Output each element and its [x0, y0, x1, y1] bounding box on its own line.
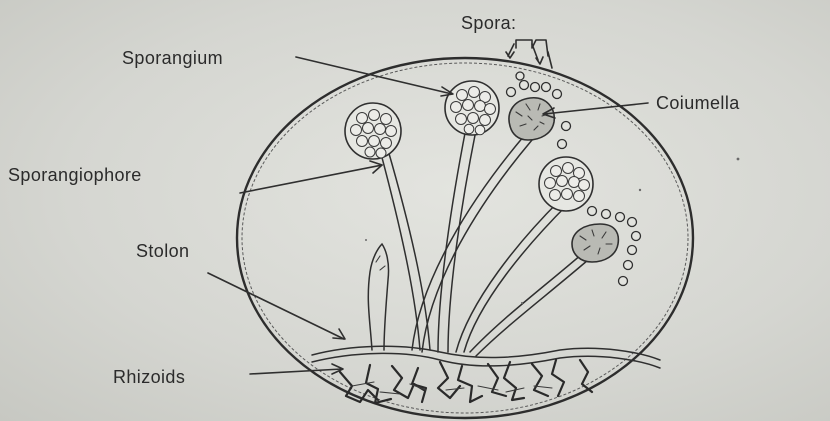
rhizoid-crosslinks [352, 382, 552, 394]
spore [628, 218, 637, 227]
rhizoid-tangle [340, 360, 592, 403]
columella-leader [544, 103, 648, 114]
label-columella: Coiumella [656, 93, 740, 113]
spore [602, 210, 611, 219]
spore [624, 261, 633, 270]
spore [562, 122, 571, 131]
spore [542, 83, 551, 92]
spore [616, 213, 625, 222]
spore [558, 140, 567, 149]
sporangium-right-spores [545, 163, 590, 202]
spore [516, 72, 524, 80]
sporangiophore-leader [240, 165, 382, 193]
rhizoids-leader [250, 369, 342, 374]
spore [619, 277, 628, 286]
stolon-line-upper [312, 346, 660, 360]
rhizoid-7 [488, 364, 506, 396]
spore [588, 207, 597, 216]
sporangium-right [539, 157, 593, 211]
spore [628, 246, 637, 255]
label-stolon: Stolon [136, 241, 189, 261]
young-sporangiophore [368, 244, 388, 350]
spore [507, 88, 516, 97]
stalk-left-b [388, 150, 430, 350]
sporangium-top [445, 81, 499, 135]
label-rhizoids: Rhizoids [113, 367, 185, 387]
spores-leader [516, 40, 548, 56]
sporangium-leader [296, 57, 452, 94]
spore [520, 81, 529, 90]
columella-lower [572, 224, 618, 262]
stolon-hyphae [312, 346, 660, 368]
young-sporangiophore-stalk [368, 244, 388, 350]
spore [632, 232, 641, 241]
young-sporangiophore-tip-marks [376, 256, 385, 270]
stalk-lower-right-b [476, 260, 588, 356]
spore [531, 83, 540, 92]
label-sporangiophore: Sporangiophore [8, 165, 142, 185]
stolon-line-lower [312, 353, 660, 368]
rhizoid-6 [458, 366, 482, 402]
label-spores: Spora: [461, 13, 516, 33]
rhizoid-5 [438, 362, 460, 398]
columella-lower-shape [572, 224, 618, 262]
rhizoid-9 [532, 364, 548, 396]
spore [553, 90, 562, 99]
columella-top [509, 98, 554, 140]
rhizoid-8 [504, 362, 524, 400]
leader-lines [208, 40, 648, 374]
rhizoid-2 [366, 365, 391, 403]
label-sporangium: Sporangium [122, 48, 223, 68]
rhizoid-10 [552, 360, 564, 396]
sporangium-left [345, 103, 401, 159]
text-labels: Spora: Sporangium Coiumella Sporangiopho… [8, 13, 740, 387]
stolon-leader [208, 273, 344, 339]
